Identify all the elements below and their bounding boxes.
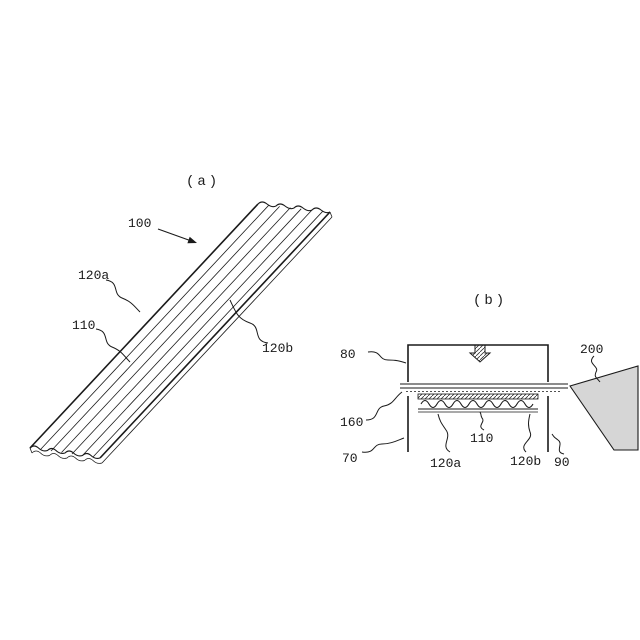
- label-120a-b: 120a: [430, 456, 461, 471]
- panel-a-caption: (a): [186, 174, 220, 190]
- leader-80: [367, 351, 407, 364]
- leader-90: [551, 433, 565, 455]
- label-120b-b: 120b: [510, 454, 541, 469]
- wedge-200-shaded: [569, 365, 639, 451]
- panel-a-strip-diagram: (a) 100 120a: [29, 174, 333, 464]
- press-direction-arrow-icon: [468, 344, 492, 363]
- label-90: 90: [554, 455, 570, 470]
- strip-layer-line: [40, 204, 270, 450]
- leader-120a: [105, 279, 141, 313]
- label-110: 110: [72, 318, 95, 333]
- strip-layer-line: [82, 209, 313, 456]
- arrow-100-shaft: [157, 228, 191, 242]
- label-160: 160: [340, 415, 363, 430]
- leader-120b: [229, 299, 269, 344]
- leader-120b-b: [523, 413, 532, 453]
- strip-layer-line: [92, 210, 324, 458]
- strip-layer-line: [50, 206, 280, 452]
- label-120b: 120b: [262, 341, 293, 356]
- leader-120a-b: [437, 413, 451, 453]
- label-100: 100: [128, 216, 151, 231]
- label-200: 200: [580, 342, 603, 357]
- leader-110-b: [479, 411, 485, 431]
- strip-lower-long-edge: [99, 211, 331, 459]
- leader-160: [365, 391, 403, 421]
- strip-thickness-connector: [329, 211, 333, 218]
- panel-b-press-section: (b) 80 200 1: [340, 293, 639, 471]
- arrow-100-head: [187, 236, 197, 244]
- strip-layer-line: [61, 207, 291, 453]
- strip-bottom-thickness-edge: [101, 216, 333, 464]
- leader-200: [591, 355, 601, 383]
- label-80: 80: [340, 347, 356, 362]
- leader-70: [361, 437, 405, 453]
- label-120a: 120a: [78, 268, 109, 283]
- strip-thickness-wavy-edge: [31, 450, 103, 464]
- strip-corrugated-end-left: [29, 445, 101, 459]
- label-70: 70: [342, 451, 358, 466]
- corrugated-core-110-section: [420, 399, 534, 409]
- sheet-120a-section: [417, 393, 539, 400]
- strip-layer-line: [71, 208, 302, 455]
- panel-b-caption: (b): [473, 293, 507, 309]
- leader-110: [95, 328, 131, 363]
- strip-upper-long-edge: [29, 203, 259, 449]
- label-110-b: 110: [470, 431, 493, 446]
- strip-thickness-connector: [29, 447, 33, 454]
- strip-corrugated-end-right: [257, 201, 331, 214]
